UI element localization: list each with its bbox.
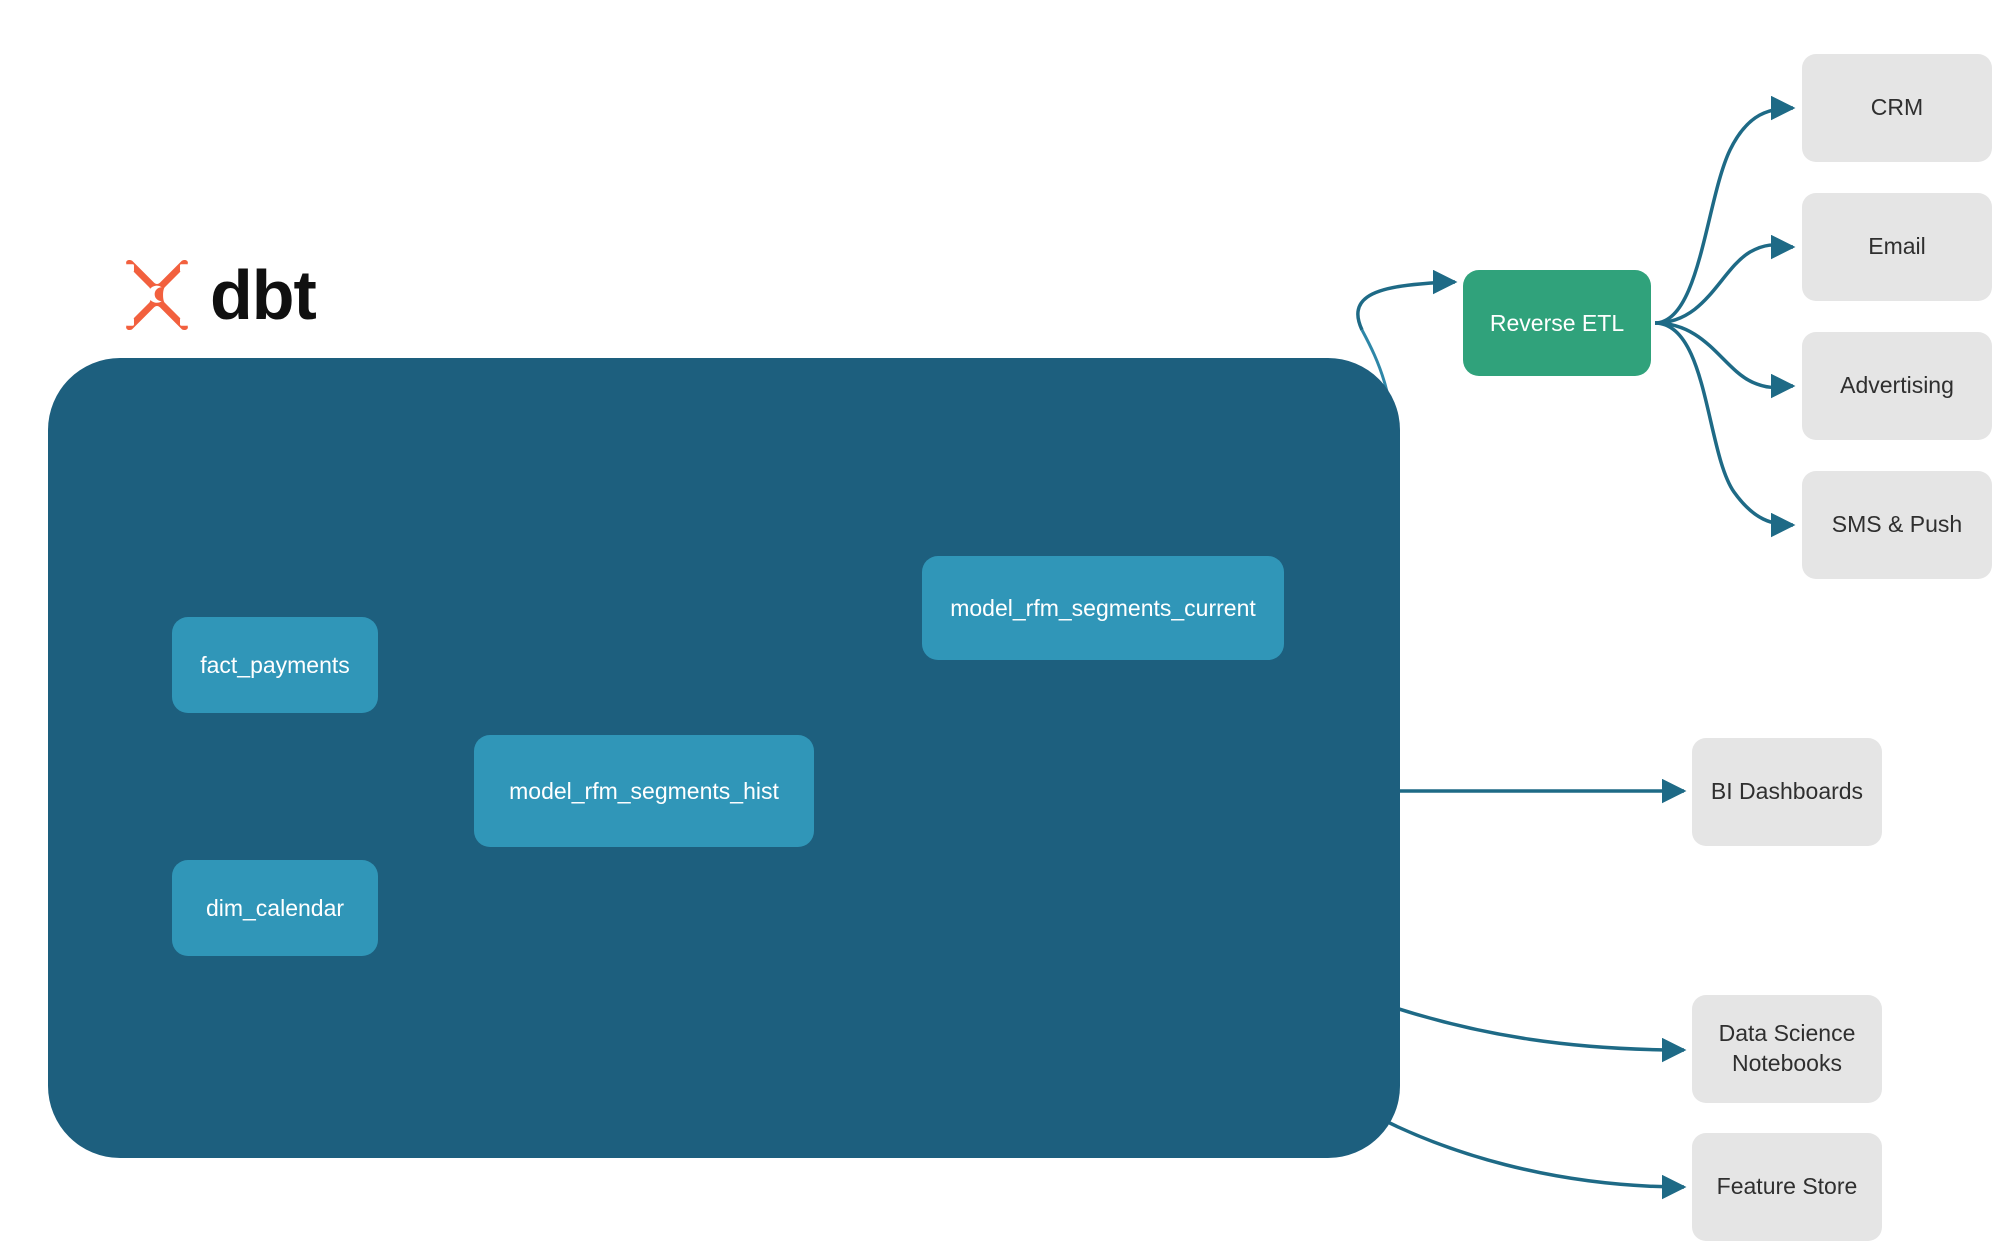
node-model-rfm-segments-hist[interactable]: model_rfm_segments_hist bbox=[474, 735, 814, 847]
node-bi-dashboards[interactable]: BI Dashboards bbox=[1692, 738, 1882, 846]
node-label: dim_calendar bbox=[205, 894, 345, 921]
node-label: fact_payments bbox=[200, 651, 350, 678]
node-label: Feature Store bbox=[1716, 1173, 1858, 1200]
dbt-hub-x-icon bbox=[126, 259, 188, 331]
node-crm[interactable]: CRM bbox=[1802, 54, 1992, 162]
node-data-science-notebooks[interactable]: Data Science Notebooks bbox=[1692, 995, 1882, 1103]
node-label: Email bbox=[1868, 233, 1926, 260]
node-label: Reverse ETL bbox=[1489, 309, 1625, 336]
node-feature-store[interactable]: Feature Store bbox=[1692, 1133, 1882, 1241]
node-label-line-1: Data Science bbox=[1718, 1020, 1856, 1047]
node-fact-payments[interactable]: fact_payments bbox=[172, 617, 378, 713]
node-label: CRM bbox=[1870, 94, 1924, 121]
node-label-line-2: Notebooks bbox=[1732, 1050, 1842, 1076]
node-model-rfm-segments-current[interactable]: model_rfm_segments_current bbox=[922, 556, 1284, 660]
edge-rfm-current-to-reverse-etl bbox=[1356, 269, 1458, 331]
edge-reverse-etl-to-email bbox=[1654, 234, 1796, 325]
edge-reverse-etl-to-sms-push bbox=[1654, 321, 1796, 538]
edge-reverse-etl-to-advertising bbox=[1654, 321, 1796, 399]
edge-reverse-etl-to-crm bbox=[1654, 95, 1796, 325]
node-advertising[interactable]: Advertising bbox=[1802, 332, 1992, 440]
node-label: SMS & Push bbox=[1831, 511, 1963, 538]
dbt-wordmark: dbt bbox=[210, 256, 317, 334]
node-label: model_rfm_segments_current bbox=[950, 594, 1256, 621]
node-label: Data Science Notebooks bbox=[1719, 1019, 1856, 1079]
dbt-brand-lockup: dbt bbox=[118, 256, 317, 334]
edge-rfm-hist-to-ds-notebooks bbox=[1371, 998, 1687, 1063]
node-sms-push[interactable]: SMS & Push bbox=[1802, 471, 1992, 579]
node-label: model_rfm_segments_hist bbox=[509, 777, 779, 804]
node-reverse-etl[interactable]: Reverse ETL bbox=[1463, 270, 1651, 376]
node-label: Advertising bbox=[1840, 372, 1954, 399]
node-email[interactable]: Email bbox=[1802, 193, 1992, 301]
node-label: BI Dashboards bbox=[1710, 778, 1864, 805]
node-dim-calendar[interactable]: dim_calendar bbox=[172, 860, 378, 956]
